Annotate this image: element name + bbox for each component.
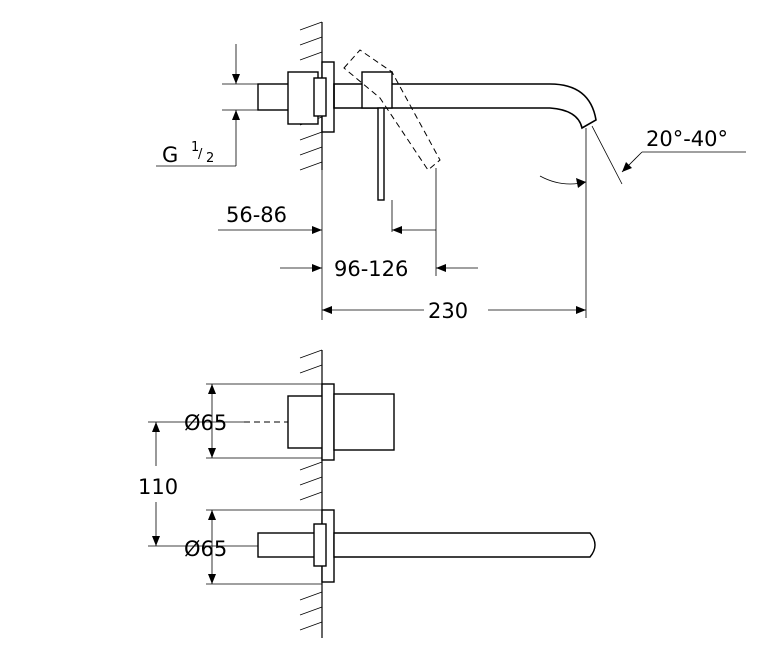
- wall-section-bottom: [299, 349, 323, 638]
- thread-label: G: [162, 143, 178, 167]
- upper-diameter-dimension: Ø65: [184, 383, 322, 459]
- mixer-handle: [333, 393, 395, 451]
- spout-bottom-outline: [333, 532, 596, 558]
- depth-dimension: 56-86: [218, 170, 323, 320]
- lower-diameter-label: Ø65: [184, 537, 227, 561]
- depth-label: 56-86: [226, 203, 287, 227]
- lower-diameter-dimension: Ø65: [184, 509, 322, 585]
- spacing-dimension: 110: [138, 421, 258, 547]
- angle-dimension: 20°-40°: [539, 125, 746, 188]
- lever-body: [361, 71, 393, 109]
- thread-slash: /: [198, 147, 203, 162]
- spout-pipe-bottom: [257, 532, 317, 558]
- angle-label: 20°-40°: [646, 127, 728, 151]
- thread-dimension: G 1 / 2: [156, 44, 258, 167]
- lever-range-label: 96-126: [334, 257, 408, 281]
- spout-length-label: 230: [428, 299, 468, 323]
- spout-length-dimension: 230: [322, 128, 587, 323]
- side-elevation-view: G 1 / 2 56-86 96-126: [156, 21, 746, 323]
- thread-denominator: 2: [206, 151, 214, 166]
- lever-rotated-position: [343, 49, 441, 171]
- top-view: Ø65 110 Ø65: [138, 349, 596, 638]
- lever-handle: [377, 107, 385, 201]
- rosette-cap: [313, 77, 327, 117]
- mixer-plate: [321, 383, 335, 461]
- mounting-block: [287, 71, 319, 125]
- lever-dimension: 96-126: [280, 168, 478, 281]
- spout-outline: [333, 83, 597, 130]
- upper-diameter-label: Ø65: [184, 411, 227, 435]
- spout-cap: [313, 523, 327, 567]
- spacing-label: 110: [138, 475, 178, 499]
- thread-numerator: 1: [191, 140, 199, 155]
